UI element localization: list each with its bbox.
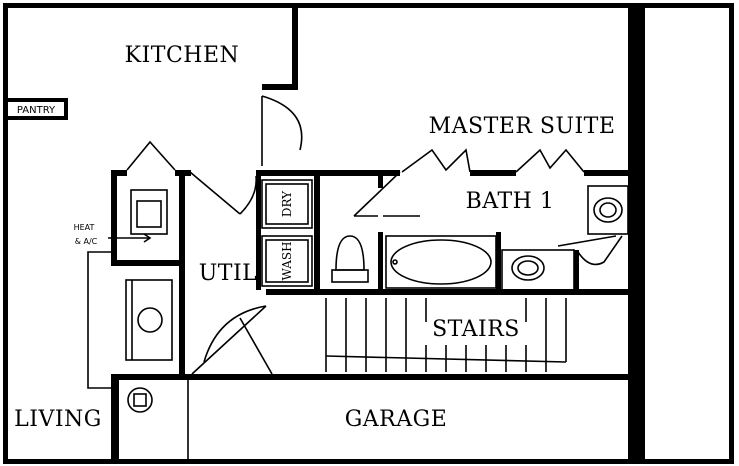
pantry-box-outline-b (8, 116, 68, 120)
hvac-unit (130, 189, 168, 235)
bath-wall-stub-1 (378, 176, 383, 188)
stair-rail (325, 355, 567, 363)
wall-bottom (3, 459, 734, 464)
bathtub-drain (392, 259, 398, 265)
vanity-lower (501, 249, 575, 291)
hvac-closet-left (111, 170, 117, 266)
interior-walls (8, 3, 630, 464)
washer-label: WASH (280, 241, 294, 280)
washer-box-inner (265, 239, 309, 283)
door-util-top (189, 171, 257, 215)
bathtub (385, 235, 497, 289)
wall-right (729, 3, 734, 464)
heat-label-line-2: & A/C (75, 237, 98, 246)
wall-top (3, 3, 734, 8)
closet-door-1 (401, 148, 471, 173)
pantry-label: PANTRY (17, 105, 56, 116)
door-util-bottom-2 (239, 317, 273, 375)
sink-upper-inner (599, 202, 617, 218)
bath-wall-stub-3 (496, 232, 501, 292)
room-label-living: LIVING (14, 407, 102, 432)
door-util-bottom (191, 305, 267, 375)
hvac-closet-right (179, 170, 185, 266)
heat-label-line-1: HEAT (74, 223, 95, 232)
room-label-stairs: STAIRS (432, 317, 520, 342)
wh-cabinet-right (179, 266, 185, 378)
bath-row-top-wall-c (584, 170, 630, 176)
water-heater-cabinet (125, 279, 173, 361)
washer-box (261, 235, 313, 287)
fixture-labels: PANTRY HEAT & A/C DRY WASH (17, 105, 294, 281)
wall-right-thick (628, 3, 645, 464)
room-label-bath-1: BATH 1 (466, 189, 555, 214)
wall-left (3, 3, 8, 464)
bath-row-top-wall-b (470, 170, 516, 176)
hvac-unit-inner (136, 200, 162, 228)
laundry-left-wall (256, 170, 261, 290)
hvac-closet-bottom (111, 260, 185, 266)
vanity-upper (587, 185, 629, 235)
stair-treads (325, 298, 567, 372)
room-label-kitchen: KITCHEN (125, 43, 240, 68)
sink-lower (511, 255, 545, 281)
exterior-walls (3, 3, 734, 464)
door-bath (353, 171, 401, 217)
dryer-label: DRY (280, 190, 294, 217)
living-garage-top (111, 374, 191, 380)
garage-west-wall (111, 374, 119, 464)
room-label-master-suite: MASTER SUITE (429, 114, 616, 139)
bathtub-basin (390, 239, 492, 285)
fixtures (87, 95, 629, 459)
closet-door-2 (515, 148, 585, 173)
room-labels: KITCHEN MASTER SUITE BATH 1 UTIL STAIRS … (14, 43, 615, 432)
sink-upper (593, 197, 623, 223)
room-label-garage: GARAGE (345, 407, 448, 432)
util-bath-wall (314, 170, 320, 292)
door-hvac (126, 140, 176, 171)
room-label-util: UTIL (199, 261, 258, 286)
furnace-unit-core (133, 393, 147, 407)
pantry-box-outline-r (64, 98, 68, 120)
furnace-unit (127, 387, 153, 413)
toilet-tank (331, 269, 369, 283)
kitchen-east-wall (292, 3, 298, 89)
door-kitchen (261, 95, 303, 166)
hvac-arrowhead (143, 233, 152, 243)
toilet-bowl (335, 235, 365, 271)
dryer-box (261, 179, 313, 229)
water-heater-tank (137, 307, 163, 333)
bath-row-top-wall-a (258, 170, 400, 176)
bath-vanity-wall (574, 250, 579, 292)
sink-lower-inner (517, 260, 539, 276)
pantry-box-outline (8, 98, 68, 102)
kitchen-east-wall-stub (262, 84, 298, 90)
garage-top-wall (185, 374, 630, 380)
living-closet-line (87, 251, 111, 389)
stairs-top-wall (266, 289, 630, 295)
hvac-closet-top (111, 170, 127, 176)
door-vanity (557, 235, 623, 266)
dryer-box-inner (265, 183, 309, 225)
bath-wall-stub-2 (378, 232, 383, 292)
